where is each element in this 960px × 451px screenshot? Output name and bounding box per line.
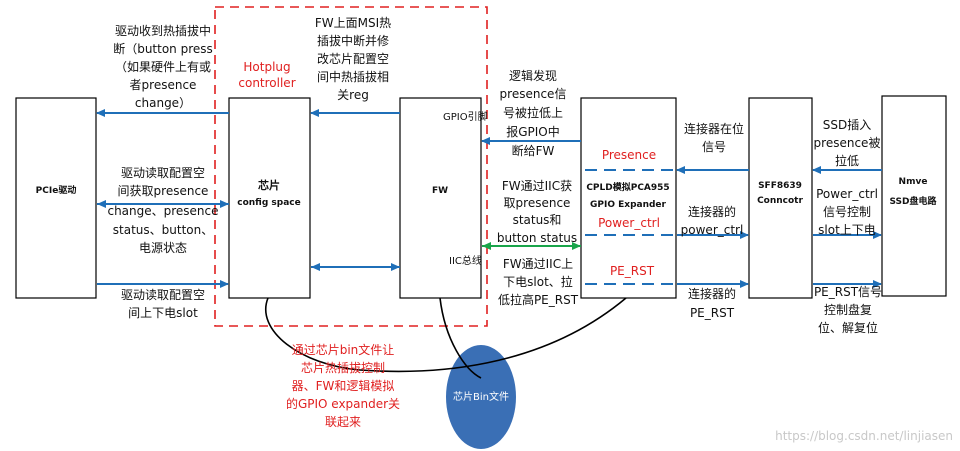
svg-text:间中热插拔相: 间中热插拔相 xyxy=(317,69,389,84)
note-driver-read: 驱动读取配置空 间获取presence change、presence stat… xyxy=(107,166,218,255)
chip-subtitle: config space xyxy=(237,198,300,208)
svg-text:的GPIO expander关: 的GPIO expander关 xyxy=(286,396,400,411)
svg-text:器、FW和逻辑模拟: 器、FW和逻辑模拟 xyxy=(292,379,395,393)
presence-signal-label: Presence xyxy=(602,148,656,162)
note-fw-iic-power: FW通过IIC上 下电slot、拉 低拉高PE_RST xyxy=(498,257,579,307)
svg-text:关reg: 关reg xyxy=(337,88,369,102)
svg-text:presence被: presence被 xyxy=(814,136,881,150)
svg-text:逻辑发现: 逻辑发现 xyxy=(509,68,557,83)
svg-text:FW上面MSI热: FW上面MSI热 xyxy=(315,16,391,30)
note-bin-file: 通过芯片bin文件让 芯片热插拔控制 器、FW和逻辑模拟 的GPIO expan… xyxy=(286,342,400,429)
note-driver-interrupt: 驱动收到热插拔中 断（button press （如果硬件上有或 者presen… xyxy=(113,23,213,110)
pcie-driver-label: PCIe驱动 xyxy=(36,185,77,196)
cpld-box xyxy=(580,97,677,299)
svg-text:联起来: 联起来 xyxy=(325,415,361,429)
note-fw-iic-read: FW通过IIC获 取presence status和 button status xyxy=(497,179,577,245)
watermark: https://blog.csdn.net/linjiasen xyxy=(775,429,953,443)
svg-text:status和: status和 xyxy=(513,213,562,227)
cpld-label: CPLD模拟PCA955 xyxy=(586,181,669,193)
svg-text:改芯片配置空: 改芯片配置空 xyxy=(317,52,389,66)
svg-text:presence信: presence信 xyxy=(500,87,567,101)
note-fw-msi: FW上面MSI热 插拔中断并修 改芯片配置空 间中热插拔相 关reg xyxy=(315,16,391,102)
hotplug-region xyxy=(214,6,488,327)
svg-text:status、button、: status、button、 xyxy=(113,223,213,237)
svg-text:驱动收到热插拔中: 驱动收到热插拔中 xyxy=(115,23,211,38)
svg-text:间上下电slot: 间上下电slot xyxy=(128,306,198,320)
svg-text:电源状态: 电源状态 xyxy=(139,241,187,255)
svg-text:下电slot、拉: 下电slot、拉 xyxy=(503,274,573,289)
ssd-box xyxy=(881,95,947,297)
gpio-expander-label: GPIO Expander xyxy=(590,200,667,210)
svg-text:button status: button status xyxy=(497,231,577,245)
svg-text:断给FW: 断给FW xyxy=(512,143,555,158)
svg-text:断（button press: 断（button press xyxy=(113,41,213,56)
svg-text:slot上下电: slot上下电 xyxy=(818,223,876,237)
bin-link-fw xyxy=(439,297,482,379)
svg-text:信号: 信号 xyxy=(702,140,726,154)
note-driver-power: 驱动读取配置空 间上下电slot xyxy=(121,288,205,320)
svg-text:报GPIO中: 报GPIO中 xyxy=(506,124,560,139)
svg-text:change、presence: change、presence xyxy=(107,204,218,218)
iic-bus-label: IIC总线 xyxy=(449,254,482,267)
pe-rst-signal-label: PE_RST xyxy=(610,264,655,278)
svg-text:号被拉低上: 号被拉低上 xyxy=(503,105,563,120)
svg-text:PE_RST: PE_RST xyxy=(690,306,735,320)
svg-text:通过芯片bin文件让: 通过芯片bin文件让 xyxy=(292,342,395,357)
svg-text:拉低: 拉低 xyxy=(835,153,859,168)
svg-text:控制盘复: 控制盘复 xyxy=(824,302,872,317)
svg-text:间获取presence: 间获取presence xyxy=(118,184,209,198)
bin-file-label: 芯片Bin文件 xyxy=(453,390,509,403)
svg-text:驱动读取配置空: 驱动读取配置空 xyxy=(121,166,205,180)
svg-text:连接器的: 连接器的 xyxy=(688,204,736,219)
svg-text:信号控制: 信号控制 xyxy=(823,205,871,219)
svg-text:芯片热插拔控制: 芯片热插拔控制 xyxy=(301,360,385,375)
sff-label-1: SFF8639 xyxy=(758,181,802,191)
note-ssd-rst: PE_RST信号 控制盘复 位、解复位 xyxy=(814,285,882,335)
pcie-driver-box xyxy=(15,97,97,299)
fw-box xyxy=(399,97,482,299)
svg-text:Power_ctrl: Power_ctrl xyxy=(816,187,878,201)
svg-text:低拉高PE_RST: 低拉高PE_RST xyxy=(498,292,579,307)
bin-link-chip-cpld xyxy=(265,297,627,373)
svg-text:连接器在位: 连接器在位 xyxy=(684,121,744,136)
sff-connector-box xyxy=(748,97,813,299)
svg-text:插拔中断并修: 插拔中断并修 xyxy=(317,33,389,48)
note-connector-power: 连接器的 power_ctrl xyxy=(681,204,744,237)
svg-text:PE_RST信号: PE_RST信号 xyxy=(814,285,882,299)
ssd-label-2: SSD盘电路 xyxy=(889,195,937,207)
chip-title: 芯片 xyxy=(258,178,280,192)
svg-text:change）: change） xyxy=(135,96,191,110)
svg-text:（如果硬件上有或: （如果硬件上有或 xyxy=(115,59,211,74)
svg-text:位、解复位: 位、解复位 xyxy=(818,320,878,335)
hotplug-label-2: controller xyxy=(238,76,295,90)
bin-file-ellipse xyxy=(446,345,516,449)
svg-text:驱动读取配置空: 驱动读取配置空 xyxy=(121,288,205,302)
hotplug-label-1: Hotplug xyxy=(243,60,290,74)
note-logic-presence: 逻辑发现 presence信 号被拉低上 报GPIO中 断给FW xyxy=(500,68,567,158)
note-connector-rst: 连接器的 PE_RST xyxy=(688,286,736,320)
chip-box xyxy=(228,97,311,299)
gpio-pin-label: GPIO引脚 xyxy=(443,110,488,123)
fw-label: FW xyxy=(432,186,448,196)
note-connector-presence: 连接器在位 信号 xyxy=(684,121,744,154)
power-ctrl-signal-label: Power_ctrl xyxy=(598,216,660,230)
svg-text:FW通过IIC获: FW通过IIC获 xyxy=(502,179,572,193)
svg-text:连接器的: 连接器的 xyxy=(688,286,736,301)
svg-text:SSD插入: SSD插入 xyxy=(823,118,871,132)
svg-text:power_ctrl: power_ctrl xyxy=(681,223,744,237)
svg-text:取presence: 取presence xyxy=(504,196,571,210)
note-ssd-insert: SSD插入 presence被 拉低 xyxy=(814,118,881,168)
note-ssd-power: Power_ctrl 信号控制 slot上下电 xyxy=(816,187,878,237)
svg-text:者presence: 者presence xyxy=(130,78,197,92)
svg-text:FW通过IIC上: FW通过IIC上 xyxy=(503,257,573,271)
sff-label-2: Conncotr xyxy=(757,196,803,206)
ssd-label-1: Nmve xyxy=(899,177,928,187)
